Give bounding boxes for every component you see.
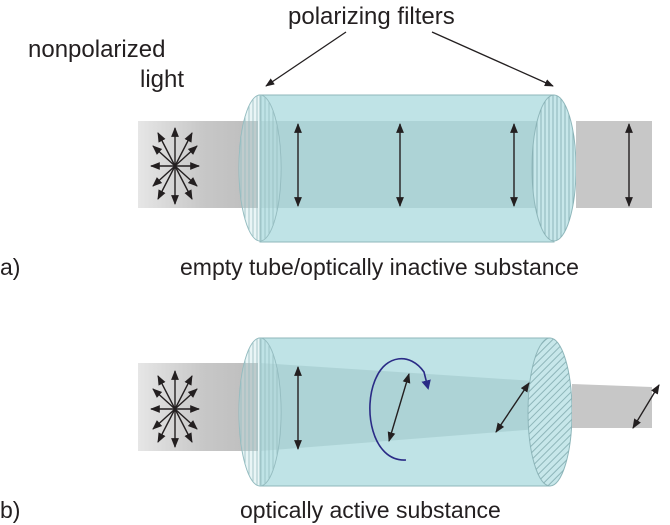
outgoing-beam-a (576, 121, 652, 208)
panel-a: a) empty tube/optically inactive substan… (0, 94, 652, 280)
outgoing-beam-b (572, 384, 652, 428)
panel-a-letter: a) (0, 254, 20, 280)
polarized-arrows-b (294, 366, 660, 450)
nonpolarized-label-line1: nonpolarized (28, 36, 165, 63)
right-filter-a-lines (532, 95, 576, 241)
left-filter-a-fill (239, 95, 281, 241)
panel-a-caption: empty tube/optically inactive substance (180, 254, 579, 280)
left-filter-b (238, 337, 282, 487)
polarized-arrows-a (294, 123, 633, 207)
panel-b-caption: optically active substance (240, 497, 501, 523)
pointer-arrow-right-filter (431, 31, 554, 87)
nonpolarized-arrows-b (150, 370, 200, 448)
inner-beam-a (260, 121, 554, 208)
left-filter-b-fill (239, 338, 281, 486)
nonpolarized-arrows-a (150, 127, 200, 205)
panel-b: b) optically active substance (0, 337, 660, 523)
left-filter-a (238, 94, 282, 242)
rotation-arrow-icon (369, 357, 431, 461)
nonpolarized-label-line2: light (140, 66, 184, 93)
pointer-arrow-left-filter (265, 31, 347, 87)
panel-b-letter: b) (0, 497, 20, 523)
polarizing-filters-label: polarizing filters (288, 3, 455, 30)
right-filter-b-lines (528, 338, 572, 486)
